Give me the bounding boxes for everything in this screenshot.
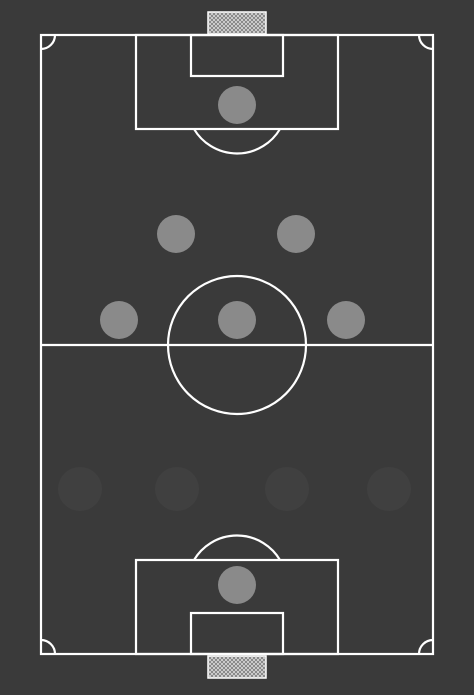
top-goal-net bbox=[207, 11, 267, 35]
center-circle bbox=[166, 274, 308, 416]
top-player-left-center bbox=[157, 215, 195, 253]
bottom-player-goalkeeper bbox=[218, 566, 256, 604]
corner-arc-top-left bbox=[40, 34, 57, 51]
bottom-goal-area bbox=[189, 611, 285, 656]
bottom-player-left-wide bbox=[58, 467, 102, 511]
top-player-right-center bbox=[277, 215, 315, 253]
top-goal-area bbox=[189, 33, 285, 78]
top-player-left-wide bbox=[100, 301, 138, 339]
top-player-goalkeeper bbox=[218, 86, 256, 124]
bottom-player-right-wide bbox=[367, 467, 411, 511]
top-player-right-wide bbox=[327, 301, 365, 339]
corner-arc-bottom-right bbox=[417, 638, 434, 655]
bottom-player-left-center bbox=[155, 467, 199, 511]
top-penalty-arc bbox=[193, 128, 281, 155]
bottom-penalty-arc bbox=[193, 534, 281, 561]
corner-arc-top-right bbox=[417, 34, 434, 51]
corner-arc-bottom-left bbox=[40, 638, 57, 655]
players-layer bbox=[58, 86, 411, 604]
top-player-center bbox=[218, 301, 256, 339]
bottom-goal-net bbox=[207, 655, 267, 679]
bottom-player-right-center bbox=[265, 467, 309, 511]
